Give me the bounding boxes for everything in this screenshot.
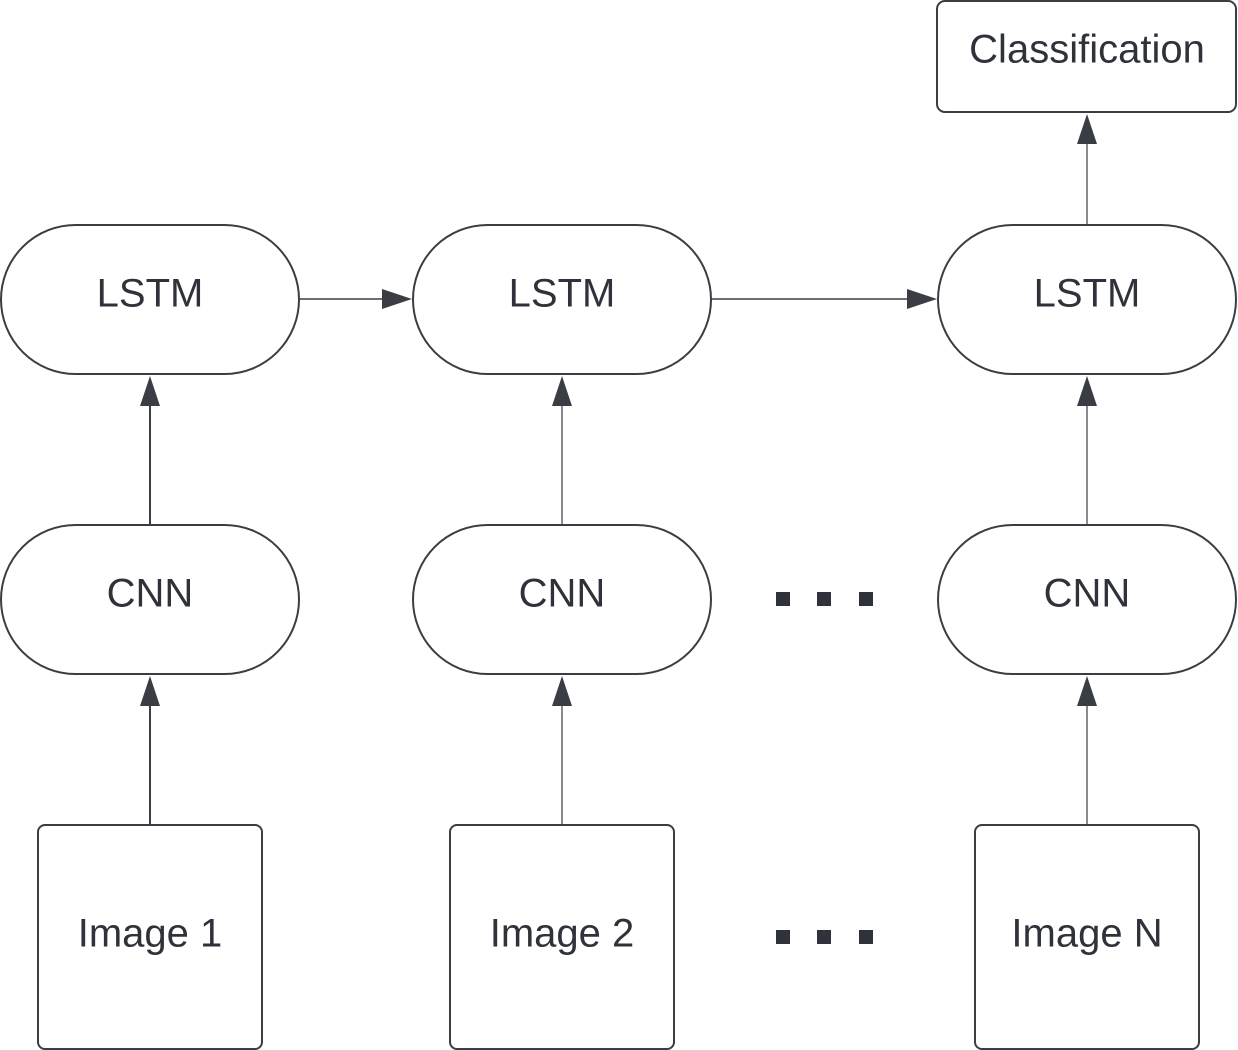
node-lstm-n: LSTM xyxy=(937,224,1237,375)
ellipsis-cnn-row xyxy=(776,592,873,606)
ellipsis-dot xyxy=(859,930,873,944)
image-2-label: Image 2 xyxy=(490,912,635,956)
edge-imagen-cnnn xyxy=(1077,676,1097,825)
lstm-1-label: LSTM xyxy=(97,272,204,316)
node-classification: Classification xyxy=(936,0,1237,113)
lstm-n-label: LSTM xyxy=(1034,272,1141,316)
node-cnn-1: CNN xyxy=(0,524,300,675)
node-cnn-n: CNN xyxy=(937,524,1237,675)
ellipsis-dot xyxy=(776,592,790,606)
ellipsis-dot xyxy=(776,930,790,944)
edge-cnn2-lstm2 xyxy=(552,376,572,525)
edge-lstm2-lstmn xyxy=(712,289,937,309)
lstm-2-label: LSTM xyxy=(509,272,616,316)
node-cnn-2: CNN xyxy=(412,524,712,675)
edge-cnnn-lstmn xyxy=(1077,376,1097,525)
classification-label: Classification xyxy=(969,28,1205,72)
ellipsis-dot xyxy=(817,930,831,944)
edge-image2-cnn2 xyxy=(552,676,572,825)
node-image-1: Image 1 xyxy=(37,824,263,1050)
image-1-label: Image 1 xyxy=(78,912,223,956)
edges xyxy=(140,114,1097,825)
ellipsis-image-row xyxy=(776,930,873,944)
node-image-n: Image N xyxy=(974,824,1200,1050)
ellipsis-dot xyxy=(817,592,831,606)
edge-lstmn-classification xyxy=(1077,114,1097,225)
cnn-2-label: CNN xyxy=(519,572,606,616)
node-lstm-1: LSTM xyxy=(0,224,300,375)
node-image-2: Image 2 xyxy=(449,824,675,1050)
edge-lstm1-lstm2 xyxy=(300,289,412,309)
cnn-1-label: CNN xyxy=(107,572,194,616)
edge-cnn1-lstm1 xyxy=(140,376,160,525)
image-n-label: Image N xyxy=(1011,912,1162,956)
node-lstm-2: LSTM xyxy=(412,224,712,375)
ellipsis-dot xyxy=(859,592,873,606)
cnn-n-label: CNN xyxy=(1044,572,1131,616)
edge-image1-cnn1 xyxy=(140,676,160,825)
